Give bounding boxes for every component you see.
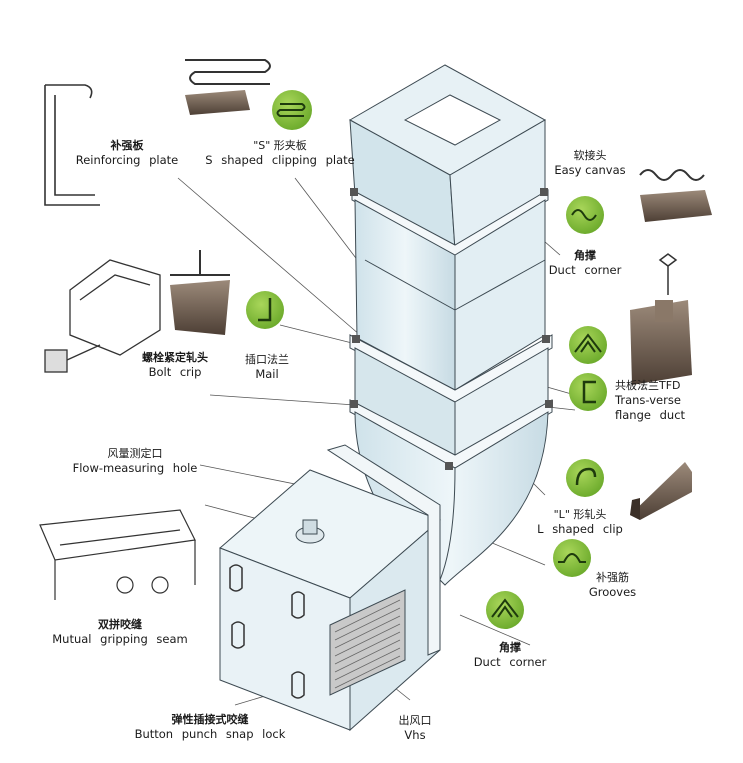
- s-clip-icon: [272, 90, 312, 130]
- s-clip-drawing: [185, 59, 271, 115]
- duct-corner-icon-top: [569, 326, 607, 364]
- label-snap-lock: 弹性插接式咬缝 Button punch snap lock: [134, 713, 286, 741]
- bolt-crip-drawing: [44, 250, 230, 373]
- box-flange: [326, 444, 441, 656]
- label-duct-corner-bottom: 角撑 Duct corner: [473, 641, 547, 669]
- duct-assembly: [219, 64, 553, 732]
- label-vhs: 出风口 Vhs: [398, 714, 432, 742]
- easy-canvas-icon: [566, 196, 604, 234]
- duct-corner-icon-bottom: [486, 591, 524, 629]
- label-tfd: 共板法兰TFD Trans-verse flange duct: [615, 379, 686, 422]
- label-easy-canvas: 软接头 Easy canvas: [554, 149, 626, 177]
- label-reinforcing-plate: 补强板 Reinforcing plate: [75, 139, 179, 167]
- vhs-grille: [329, 589, 406, 696]
- label-grooves: 补强筋 Grooves: [588, 571, 637, 599]
- l-clip-drawing: [630, 462, 692, 520]
- reinforcing-plate-drawing: [44, 84, 100, 206]
- label-mutual-seam: 双拼咬缝 Mutual gripping seam: [52, 618, 188, 646]
- label-bolt-crip: 螺栓紧定轧头 Bolt crip: [142, 351, 208, 379]
- label-s-clip: "S" 形夹板 S shaped clipping plate: [205, 139, 355, 167]
- easy-canvas-drawing: [639, 169, 712, 222]
- mutual-seam-drawing: [39, 509, 196, 600]
- l-clip-icon: [566, 459, 604, 497]
- label-mail: 插口法兰 Mail: [245, 353, 289, 381]
- tfd-icon: [569, 373, 607, 411]
- tfd-drawing: [630, 253, 692, 385]
- label-duct-corner-top: 角撑 Duct corner: [548, 249, 622, 277]
- label-flow-hole: 风量测定口 Flow-measuring hole: [72, 447, 198, 475]
- mail-icon: [246, 291, 284, 329]
- grooves-icon: [553, 539, 591, 577]
- label-l-clip: "L" 形轧头 L shaped clip: [537, 508, 623, 536]
- top-canvas-inner: [403, 94, 502, 146]
